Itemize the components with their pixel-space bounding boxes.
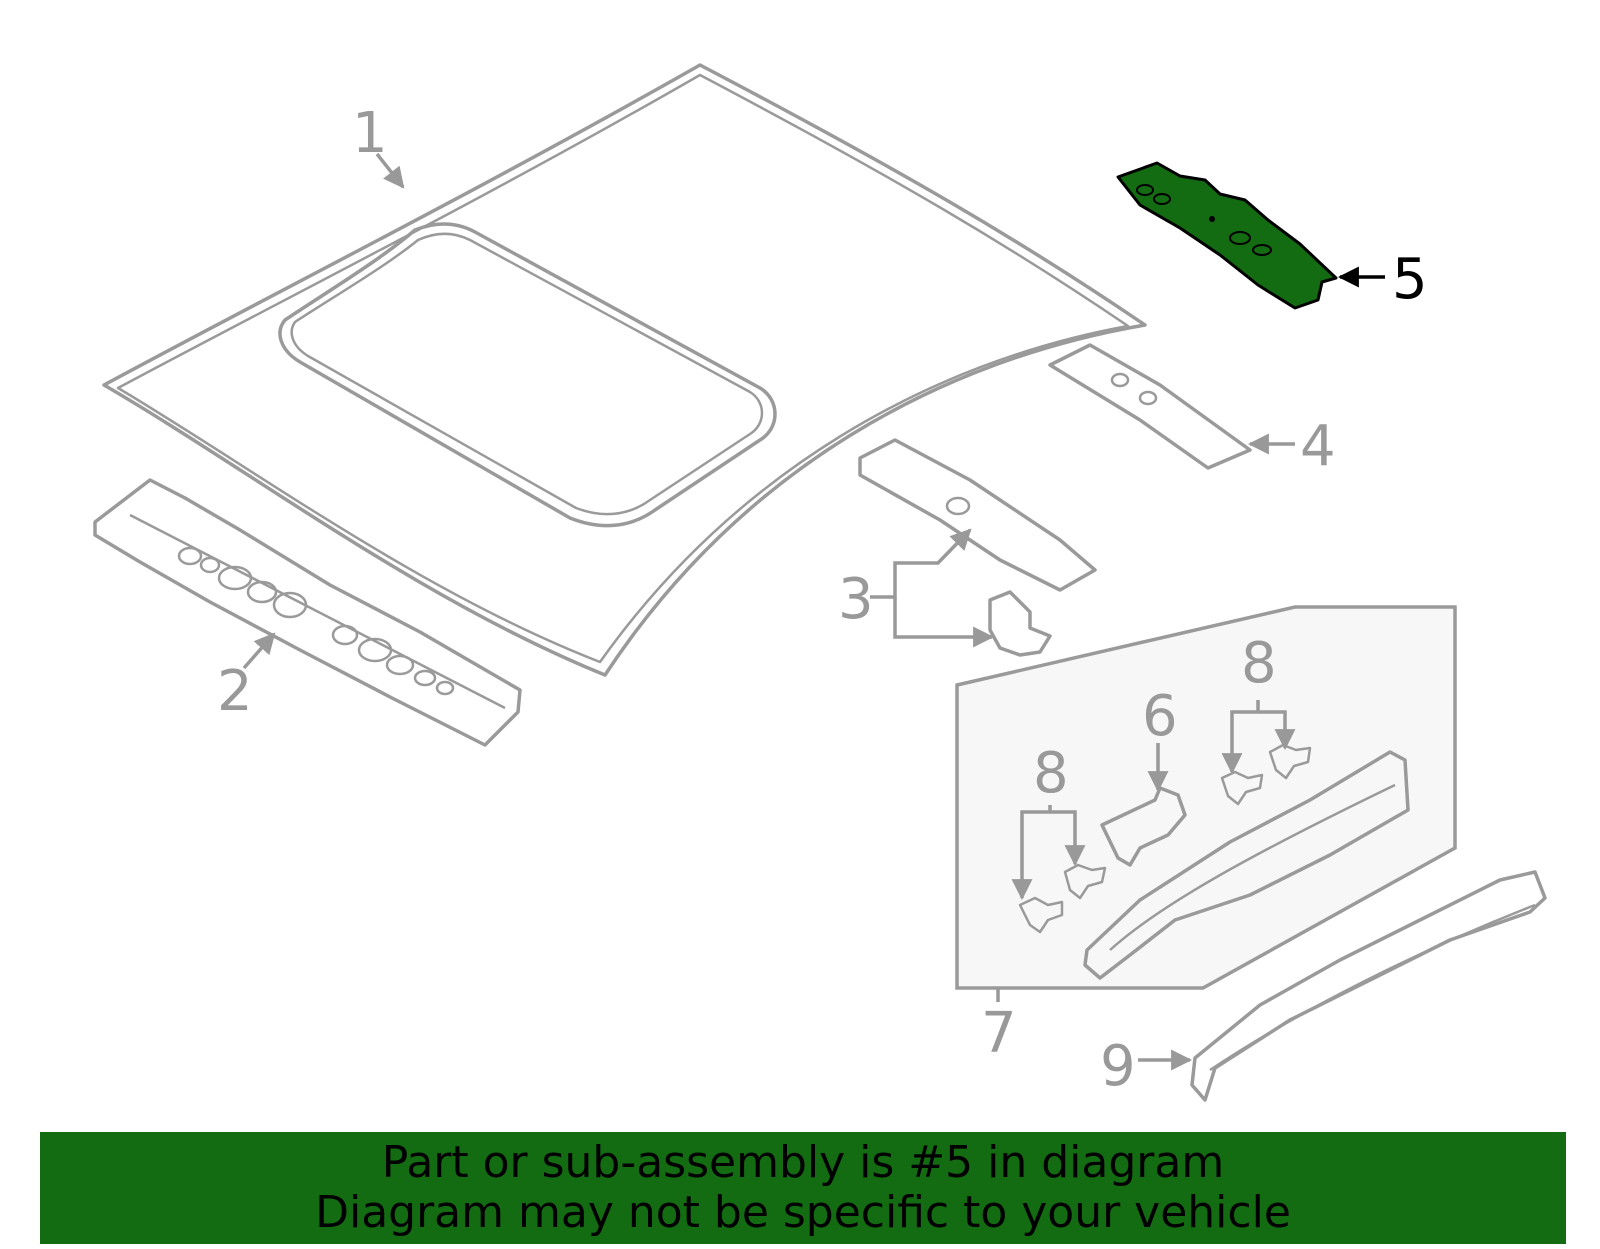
roof-panel-part-1	[102, 63, 1147, 677]
callout-3: 3	[838, 567, 874, 632]
callout-8-lower: 8	[1033, 741, 1069, 806]
front-roof-header-part-2	[93, 478, 522, 747]
callout-2: 2	[217, 659, 253, 724]
banner-line-disclaimer: Diagram may not be specific to your vehi…	[315, 1187, 1291, 1238]
rear-roof-bow-part-4	[1048, 343, 1252, 470]
roof-bow-part-3	[858, 438, 1097, 657]
callout-8-upper: 8	[1241, 631, 1277, 696]
callout-7: 7	[981, 1001, 1017, 1066]
callout-5: 5	[1392, 247, 1428, 312]
leader-lines	[242, 152, 1385, 1071]
rear-header-part-5	[1116, 161, 1338, 310]
callout-4: 4	[1300, 414, 1336, 479]
banner-line-part-number: Part or sub-assembly is #5 in diagram	[381, 1137, 1225, 1188]
info-banner: Part or sub-assembly is #5 in diagram Di…	[40, 1132, 1566, 1244]
side-rail-assembly-box	[955, 605, 1457, 990]
callout-9: 9	[1100, 1034, 1136, 1099]
callout-6: 6	[1142, 684, 1178, 749]
side-rail-part-9	[1190, 870, 1547, 1102]
callout-1: 1	[352, 101, 388, 166]
